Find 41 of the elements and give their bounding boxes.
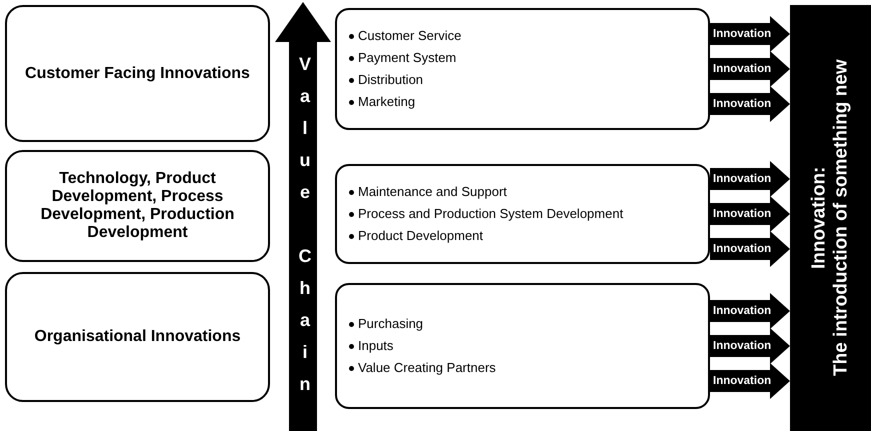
edge-label: Innovation bbox=[713, 97, 772, 111]
block-arrow bbox=[710, 16, 790, 52]
edge-label: Innovation bbox=[713, 242, 772, 256]
block-arrow bbox=[710, 51, 790, 87]
block-arrow bbox=[710, 328, 790, 364]
edge-label: Innovation bbox=[713, 207, 772, 221]
block-arrow bbox=[710, 363, 790, 399]
bullet-item: Process and Production System Development bbox=[349, 203, 708, 225]
edge-label: Innovation bbox=[713, 27, 772, 41]
edge-label: Innovation bbox=[713, 374, 772, 388]
edge-label: Innovation bbox=[713, 339, 772, 353]
bullet-item: Payment System bbox=[349, 47, 708, 69]
category-box bbox=[5, 150, 270, 262]
block-arrow bbox=[710, 196, 790, 232]
block-arrow bbox=[710, 293, 790, 329]
list-box bbox=[335, 8, 710, 130]
bullet-item: Distribution bbox=[349, 69, 708, 91]
block-arrow bbox=[710, 86, 790, 122]
bullet-item: Maintenance and Support bbox=[349, 181, 708, 203]
block-arrow bbox=[710, 231, 790, 267]
bullet-item: Customer Service bbox=[349, 25, 708, 47]
definition-box bbox=[790, 5, 871, 431]
list-box bbox=[335, 164, 710, 264]
edge-label: Innovation bbox=[713, 304, 772, 318]
definition-text: Innovation: bbox=[808, 166, 830, 270]
category-label: Technology, Product Development, Process Development, Production Development bbox=[40, 170, 236, 242]
block-arrow bbox=[710, 161, 790, 197]
category-box bbox=[5, 272, 270, 402]
edge-label: Innovation bbox=[713, 62, 772, 76]
bullet-item: Value Creating Partners bbox=[349, 357, 708, 379]
arrow-label: Value Chain bbox=[294, 54, 315, 406]
edge-label: Innovation bbox=[713, 172, 772, 186]
bullet-item: Product Development bbox=[349, 225, 708, 247]
bullet-item: Marketing bbox=[349, 91, 708, 113]
category-label: Customer Facing Innovations bbox=[25, 64, 250, 82]
definition-text: The introduction of something new bbox=[830, 60, 852, 376]
bullet-item: Purchasing bbox=[349, 313, 708, 335]
category-label: Organisational Innovations bbox=[34, 328, 241, 346]
list-box bbox=[335, 283, 710, 409]
bullet-item: Inputs bbox=[349, 335, 708, 357]
category-box bbox=[5, 5, 270, 142]
